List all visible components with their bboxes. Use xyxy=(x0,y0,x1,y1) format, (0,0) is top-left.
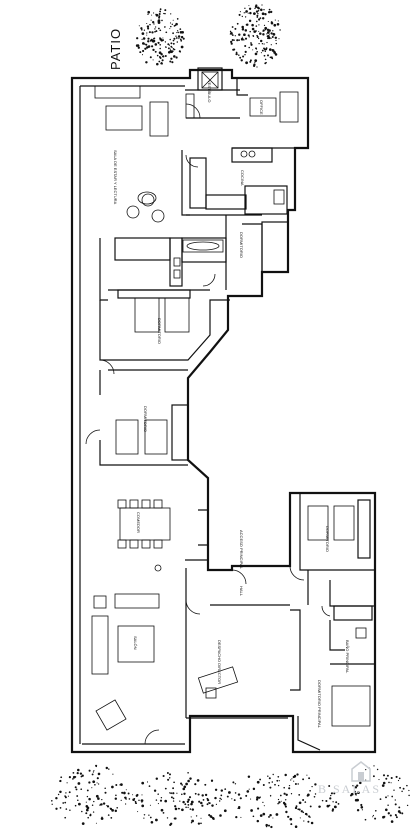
inner-walls xyxy=(79,67,375,751)
salon-label: SALÓN xyxy=(133,636,138,650)
watermark-text: B SALAS xyxy=(318,782,382,796)
bano-label: BAÑO PRINCIPAL xyxy=(345,640,350,674)
hall-label: HALL xyxy=(239,586,244,597)
acceso-label: ACCESO PRINCIPAL xyxy=(239,530,244,569)
garden-vegetation-top-right xyxy=(229,4,281,68)
sala-estar-label: SALA DE ESTAR Y LECTURA xyxy=(113,150,118,205)
dormitorio-principal-label: DORMITORIO PRINCIPAL xyxy=(317,680,322,728)
garden-vegetation-bottom xyxy=(51,764,410,829)
furniture xyxy=(91,71,371,731)
door-swings xyxy=(85,103,331,745)
garden-vegetation-top-left xyxy=(135,8,185,66)
despacho-label: DESPACHO DIRECTOR xyxy=(217,640,222,685)
outer-walls xyxy=(70,68,377,754)
cocina-label: COCINA xyxy=(240,170,245,186)
house-logo-icon xyxy=(351,761,371,782)
dormitorio-4-label: DORMITORIO xyxy=(325,526,330,552)
comedor-label: COMEDOR xyxy=(136,512,141,533)
dormitorio-3-label: DORMITORIO xyxy=(143,406,148,432)
vestibulo-label: VESTÍBULO xyxy=(207,80,212,103)
patio-label: PATIO xyxy=(108,27,123,70)
dormitorio-1-label: DORMITORIO xyxy=(239,232,244,258)
office-label: OFFICE xyxy=(259,100,264,115)
dormitorio-2-label: DORMITORIO xyxy=(157,318,162,344)
